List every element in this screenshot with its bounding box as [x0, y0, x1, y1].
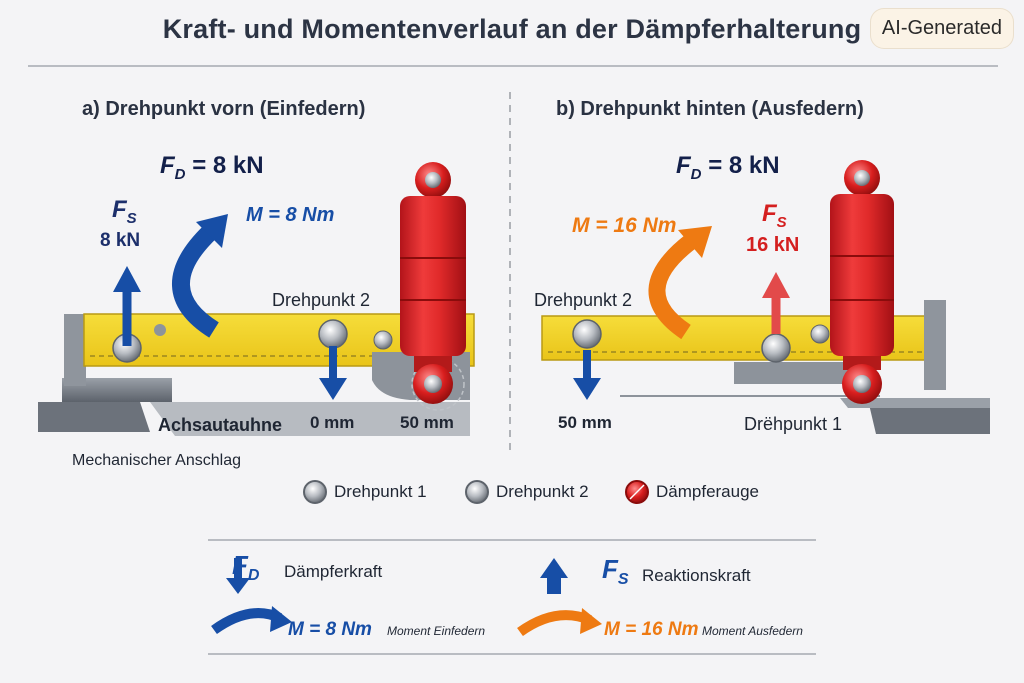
pivot2-bolt-a [318, 319, 348, 349]
legend-fs-text: Reaktionskraft [642, 566, 751, 585]
shock-body-b [830, 194, 894, 356]
panel-b-moment-label: M = 16 Nm [572, 214, 677, 237]
legend-fd-symbol: FD [232, 550, 260, 585]
legend-fd-text: Dämpferkraft [284, 562, 383, 581]
beam-end-bracket-a [64, 314, 86, 386]
legend-m2-value: M = 16 Nm [604, 619, 699, 640]
panel-a-dist-50: 50 mm [400, 413, 454, 432]
legend-m2-text: Moment Ausfedern [702, 624, 803, 638]
beam-end-bracket-b [924, 300, 946, 390]
panel-b-heading: b) Drehpunkt hinten (Ausfedern) [556, 98, 864, 120]
panel-a-fd-label: FD = 8 kN [160, 152, 264, 183]
panel-a-pivot2-label: Drehpunkt 2 [272, 290, 371, 310]
panel-b-fd-label: FD = 8 kN [676, 152, 780, 183]
panel-a-fs-value: 8 kN [100, 230, 141, 251]
legend-fs-arrow-icon [540, 558, 568, 578]
panel-b-dist-50: 50 mm [558, 413, 612, 432]
stop-block-right [868, 400, 990, 434]
panel-b-pivot1-label: Drëhpunkt 1 [744, 414, 843, 434]
panel-a-heading: a) Drehpunkt vorn (Einfedern) [82, 98, 366, 120]
legend-fs-symbol: FS [602, 554, 629, 589]
marker-pivot2-label: Drehpunkt 2 [496, 482, 589, 501]
legend-m2-arrow-icon [517, 610, 592, 637]
ground-plate-a [150, 402, 470, 436]
ai-generated-badge: AI-Generated [869, 8, 1014, 49]
panel-b-pivot2-label: Drehpunkt 2 [534, 290, 633, 310]
marker-eye-label: Dämpferauge [656, 482, 760, 501]
panel-a-fs-symbol: FS [112, 196, 137, 227]
marker-pivot1-label: Drehpunkt 1 [334, 482, 427, 501]
panel-b-fs-value: 16 kN [746, 234, 800, 256]
marker-pivot2-icon [465, 480, 489, 504]
legend-m1-text: Moment Einfedern [387, 624, 486, 638]
panel-a-dist-0: 0 mm [310, 413, 355, 432]
panel-a-axle-label: Achsautauhne [158, 415, 283, 435]
page-title: Kraft- und Momentenverlauf an der Dämpfe… [162, 14, 862, 44]
stop-block-left [38, 402, 150, 432]
panel-a-stop-label: Mechanischer Anschlag [72, 452, 241, 469]
panel-a-moment-label: M = 8 Nm [246, 204, 335, 226]
moment-arc-a [172, 225, 220, 338]
panel-b-fs-symbol: FS [762, 200, 787, 231]
legend-m1-value: M = 8 Nm [288, 619, 372, 640]
legend-m1-arrow-icon [211, 608, 283, 635]
pivot2-bolt-b [572, 319, 602, 349]
pivot1-bolt-b [761, 333, 791, 363]
shock-body-a [400, 196, 466, 356]
moment-arc-b [648, 235, 696, 340]
marker-pivot1-icon [303, 480, 327, 504]
lower-link-b [734, 362, 870, 384]
